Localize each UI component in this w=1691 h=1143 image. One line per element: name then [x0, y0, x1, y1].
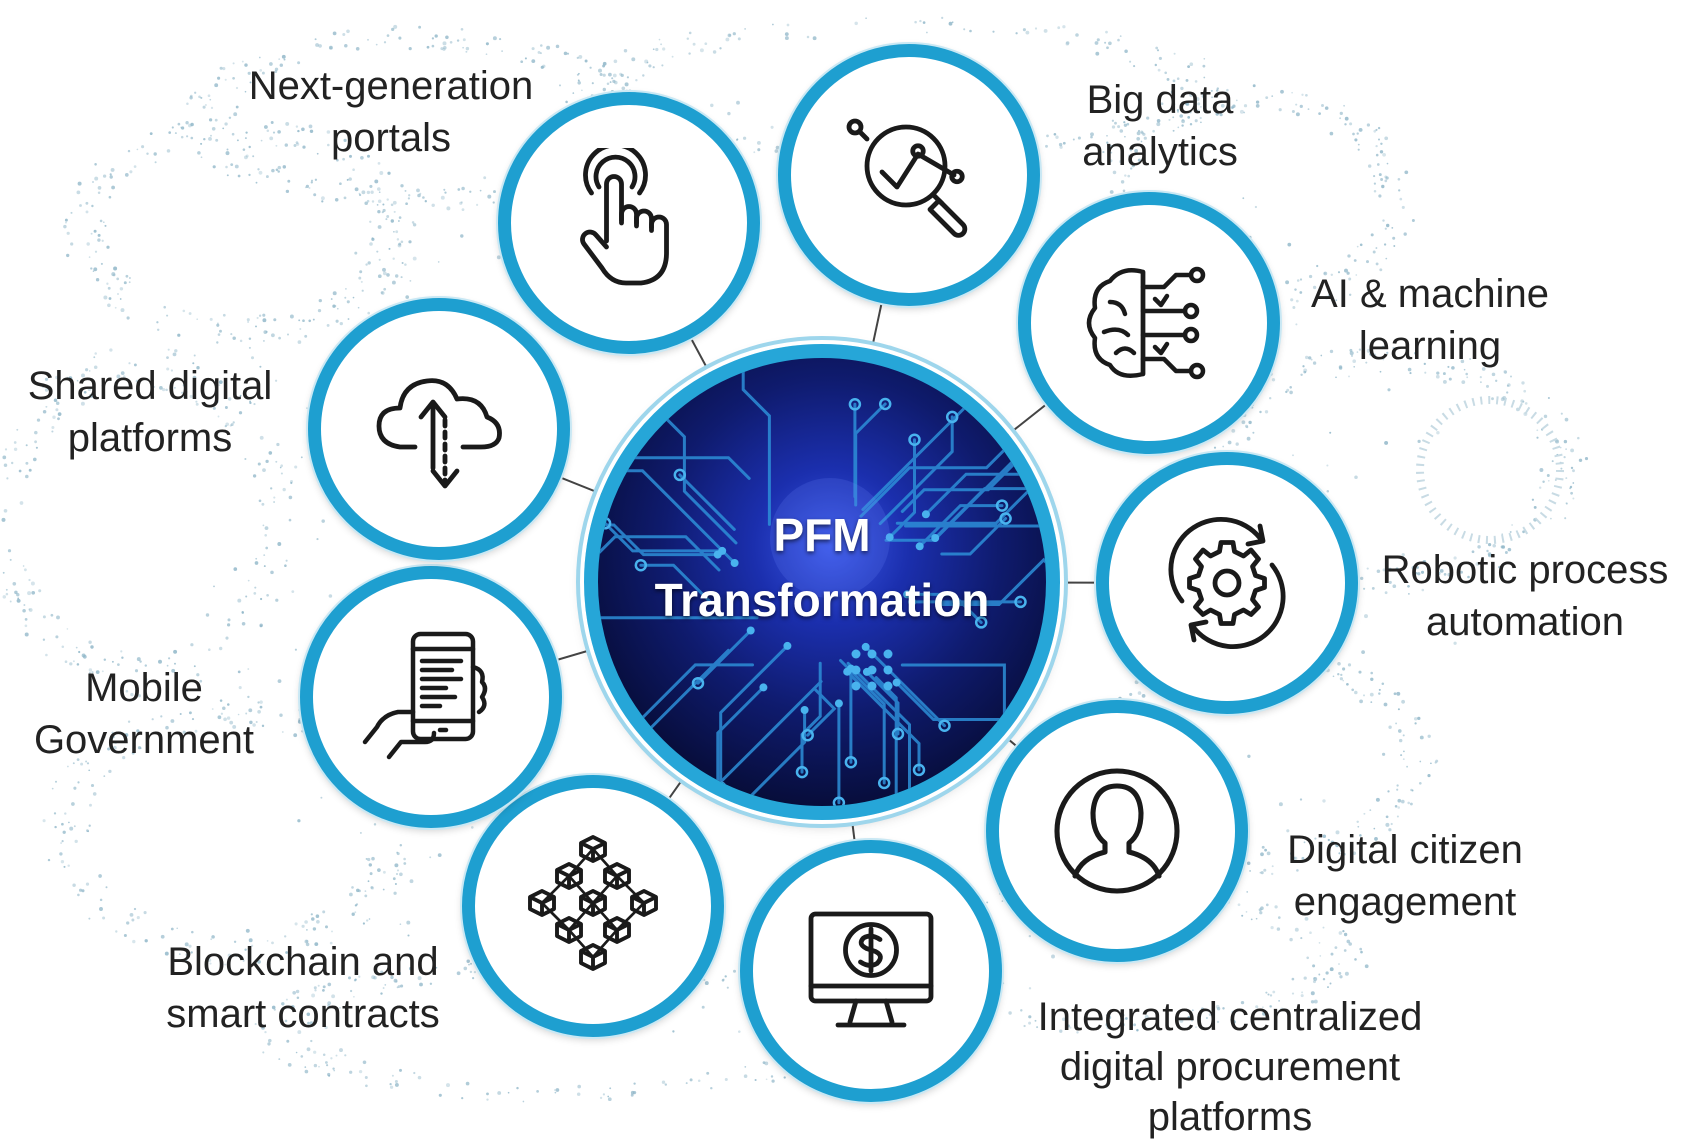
label-procurement: Integrated centralized digital procureme…: [1010, 992, 1450, 1142]
circuit-board-pattern: [598, 358, 1046, 806]
label-citizen: Digital citizen engagement: [1260, 824, 1550, 928]
label-mobile: Mobile Government: [14, 662, 274, 766]
label-big-data-line1: Big data: [1086, 78, 1234, 122]
label-portals-line1: Next-generation: [248, 64, 534, 108]
label-rpa-line1: Robotic process: [1381, 548, 1669, 592]
label-ai-line2: learning: [1358, 324, 1502, 368]
hub-circle: PFM Transformation: [584, 344, 1060, 820]
label-citizen-line1: Digital citizen: [1287, 828, 1523, 872]
circuit-pads: [598, 361, 1046, 806]
label-citizen-line2: engagement: [1293, 880, 1517, 924]
brain-circuit-icon: [1086, 266, 1206, 380]
circuit-traces: [598, 358, 1046, 806]
label-blockchain-line2: smart contracts: [166, 992, 440, 1036]
label-mobile-line1: Mobile: [85, 666, 203, 710]
label-portals: Next-generation portals: [226, 60, 556, 164]
label-portals-line2: portals: [330, 116, 452, 160]
user-profile-icon: [1054, 768, 1180, 894]
hub-title-line1: PFM: [773, 509, 871, 561]
node-mobile: [300, 566, 562, 828]
label-big-data: Big data analytics: [1040, 74, 1280, 178]
node-blockchain: [462, 775, 724, 1037]
label-ai-line1: AI & machine: [1311, 272, 1549, 316]
label-blockchain: Blockchain and smart contracts: [148, 936, 458, 1040]
label-shared-line1: Shared digital: [27, 364, 273, 408]
hub-title-line2: Transformation: [654, 574, 990, 626]
node-citizen: [986, 700, 1248, 962]
blockchain-cubes-icon: [528, 835, 658, 971]
label-mobile-line2: Government: [33, 718, 255, 762]
node-ai: [1018, 192, 1280, 454]
hub-glow: [770, 478, 890, 598]
cloud-transfer-icon: [376, 378, 502, 489]
label-ai: AI & machine learning: [1290, 268, 1570, 372]
label-rpa: Robotic process automation: [1370, 544, 1680, 648]
node-big-data: [778, 44, 1040, 306]
gear-cycle-icon: [1168, 517, 1286, 649]
node-rpa: [1096, 452, 1358, 714]
touch-hand-icon: [580, 148, 669, 286]
label-procurement-line2: digital procurement: [1059, 1045, 1401, 1089]
monitor-dollar-icon: [808, 911, 934, 1028]
label-blockchain-line1: Blockchain and: [167, 940, 439, 984]
node-procurement: [740, 840, 1002, 1102]
hand-phone-icon: [362, 631, 488, 760]
label-shared: Shared digital platforms: [10, 360, 290, 464]
label-rpa-line2: automation: [1426, 600, 1624, 644]
label-procurement-line3: platforms: [1147, 1095, 1313, 1139]
label-procurement-line1: Integrated centralized: [1037, 995, 1423, 1039]
analytics-magnifier-icon: [846, 118, 968, 238]
node-shared: [308, 298, 570, 560]
label-big-data-line2: analytics: [1082, 130, 1238, 174]
label-shared-line2: platforms: [67, 416, 233, 460]
faint-gear-outline: [1416, 396, 1564, 544]
